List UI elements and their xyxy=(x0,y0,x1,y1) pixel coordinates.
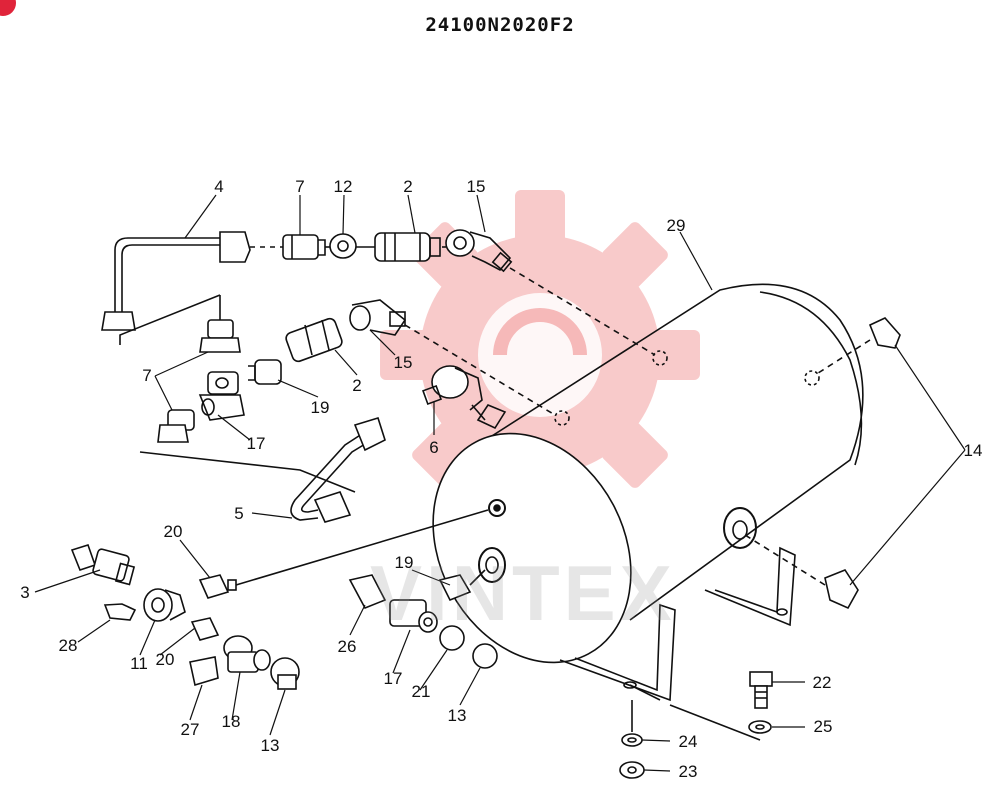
leader-lines xyxy=(34,194,966,772)
callout-26: 26 xyxy=(337,637,357,656)
callout-5: 5 xyxy=(234,504,244,523)
callout-25: 25 xyxy=(813,717,833,736)
watermark-text: VINTEX xyxy=(370,549,676,637)
fitting-7-upper xyxy=(199,295,241,353)
callout-15-top: 15 xyxy=(466,177,486,196)
callout-28: 28 xyxy=(58,636,78,655)
diagram-title: 24100N2020F2 xyxy=(425,14,575,36)
callout-14: 14 xyxy=(963,441,983,460)
fitting-20-upper xyxy=(198,574,237,599)
elbow-14-upper xyxy=(868,317,901,349)
callout-13-left: 13 xyxy=(260,736,280,755)
fitting-27 xyxy=(189,656,219,687)
tee-18 xyxy=(223,635,271,673)
elbow-15-middle xyxy=(349,299,407,336)
callout-19-lower: 19 xyxy=(394,553,414,572)
fitting-7-top xyxy=(282,234,326,260)
callout-13-middle: 13 xyxy=(447,706,467,725)
callout-4: 4 xyxy=(214,177,224,196)
callout-7-top: 7 xyxy=(295,177,305,196)
callout-2-top: 2 xyxy=(403,177,413,196)
callout-23: 23 xyxy=(678,762,698,781)
valve-2-middle xyxy=(285,317,343,363)
callout-17-upper: 17 xyxy=(246,434,266,453)
fitting-28 xyxy=(103,603,137,621)
cap-13-middle xyxy=(472,643,498,669)
tee-11 xyxy=(143,588,186,622)
fitting-19-upper xyxy=(248,359,282,385)
callout-12: 12 xyxy=(333,177,353,196)
watermark-arc xyxy=(493,308,587,356)
callout-24: 24 xyxy=(678,732,698,751)
fitting-26 xyxy=(348,574,387,610)
nut-21 xyxy=(439,625,465,651)
tee-17-lower xyxy=(389,599,438,633)
valve-2-top xyxy=(374,232,441,262)
callout-2-middle: 2 xyxy=(352,376,362,395)
callout-20-lower: 20 xyxy=(155,650,175,669)
air-tank xyxy=(432,283,864,702)
elbow-15-top xyxy=(445,229,513,273)
fitting-7-lower xyxy=(157,409,195,443)
washer-12 xyxy=(329,233,357,259)
callout-22: 22 xyxy=(812,673,832,692)
callout-19-upper: 19 xyxy=(310,398,330,417)
washer-24 xyxy=(621,733,643,747)
valve-3 xyxy=(70,544,136,586)
tee-17-upper xyxy=(198,371,245,421)
fitting-19-lower xyxy=(438,574,472,602)
fitting-20-lower xyxy=(190,617,220,641)
bolt-22 xyxy=(749,671,773,709)
callout-6: 6 xyxy=(429,438,439,457)
callout-3: 3 xyxy=(20,583,30,602)
callout-7-left: 7 xyxy=(142,366,152,385)
callout-17-lower: 17 xyxy=(383,669,403,688)
callout-15-middle: 15 xyxy=(393,353,413,372)
callout-29: 29 xyxy=(666,216,686,235)
nut-23 xyxy=(619,761,645,779)
washer-25 xyxy=(748,720,772,734)
corner-badge xyxy=(0,0,16,16)
cap-13-left xyxy=(270,657,300,690)
callout-18: 18 xyxy=(221,712,241,731)
elbow-6 xyxy=(422,365,486,421)
callout-11: 11 xyxy=(130,654,148,673)
callout-27: 27 xyxy=(180,720,200,739)
callout-21: 21 xyxy=(411,682,431,701)
callout-20-upper: 20 xyxy=(163,522,183,541)
pipe-4 xyxy=(101,231,251,331)
pipe-5 xyxy=(290,417,386,523)
elbow-14-lower xyxy=(824,569,859,610)
